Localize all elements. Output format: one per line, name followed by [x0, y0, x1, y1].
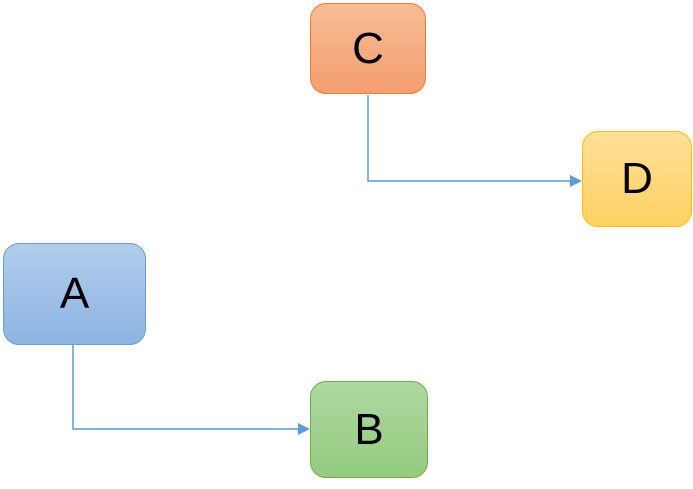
node-d-label: D	[621, 154, 653, 203]
node-a[interactable]: A	[3, 243, 146, 345]
node-b[interactable]: B	[310, 381, 428, 478]
node-c-label: C	[352, 23, 384, 73]
node-a-label: A	[59, 269, 90, 318]
connector-a-to-b[interactable]	[72, 345, 310, 435]
connector-c-to-d[interactable]	[367, 95, 582, 187]
node-d[interactable]: D	[582, 131, 692, 227]
node-c[interactable]: C	[310, 3, 426, 94]
connector-a-to-b-line[interactable]	[72, 345, 300, 430]
node-b-label: B	[354, 404, 384, 454]
connector-c-to-d-line[interactable]	[367, 95, 572, 182]
